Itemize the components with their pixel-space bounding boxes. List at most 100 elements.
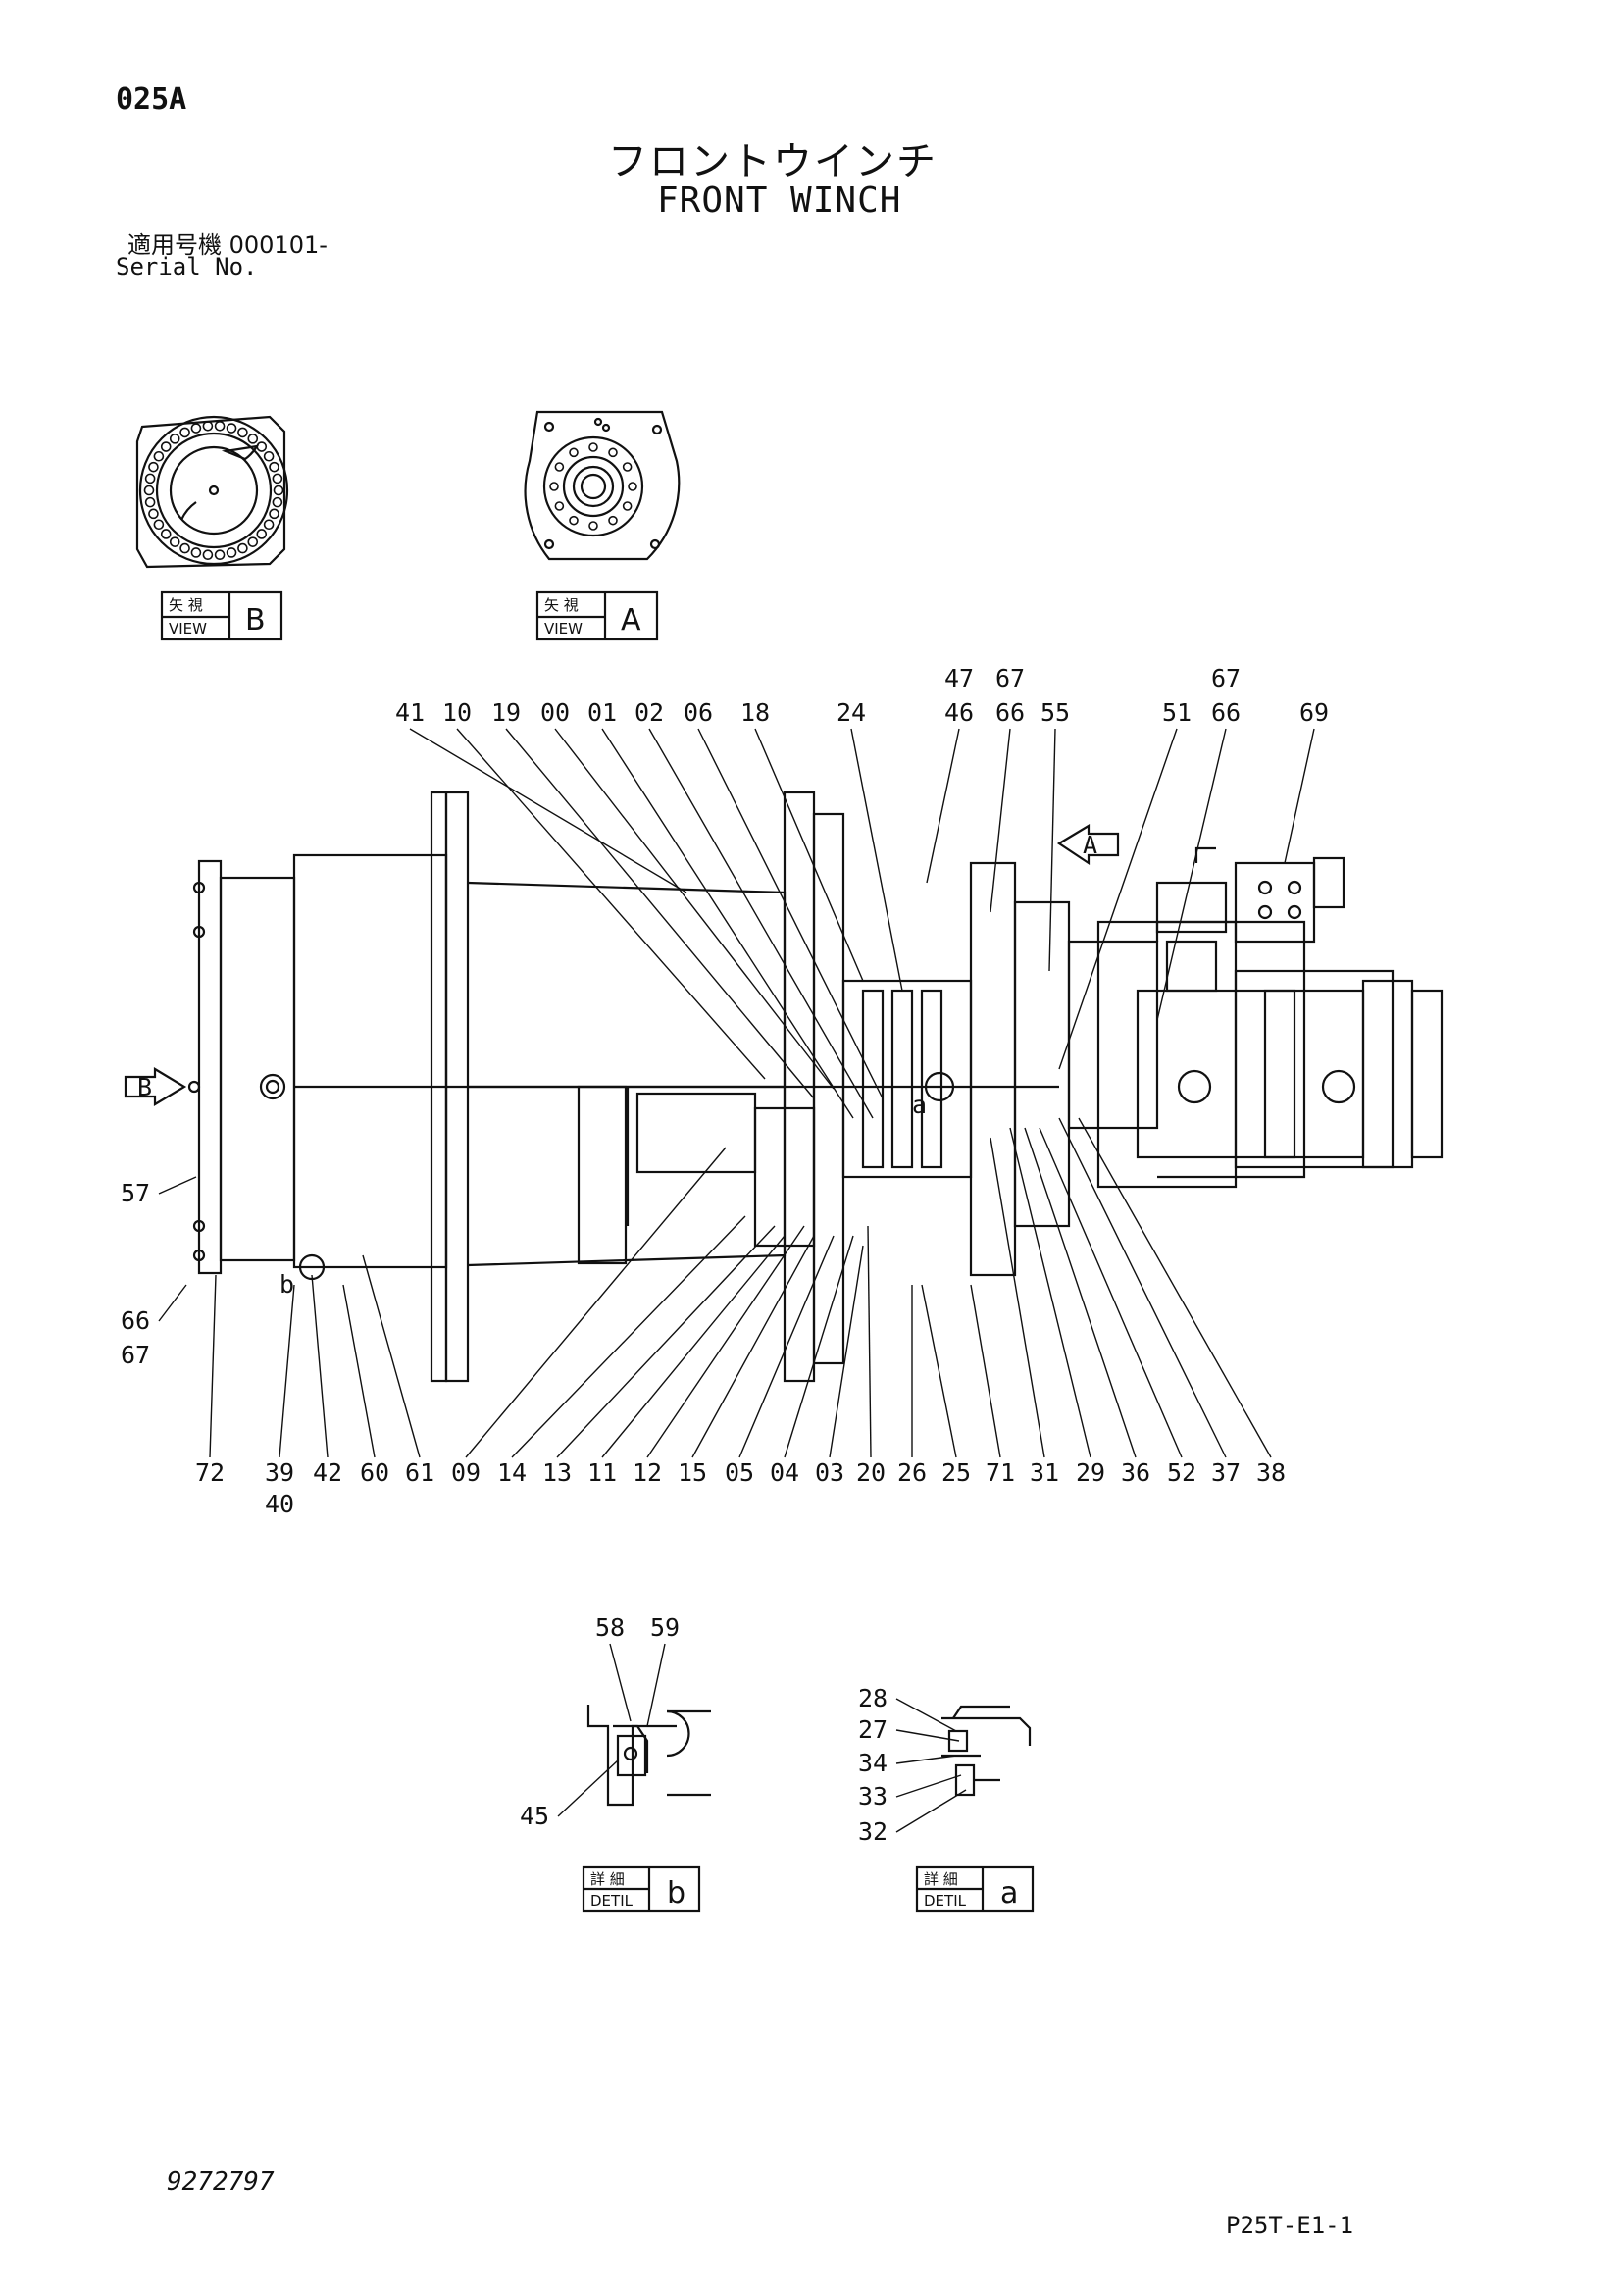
leader-line: [697, 728, 884, 1099]
callout-top-06: 06: [684, 698, 713, 727]
callout-bottom-72: 72: [195, 1458, 225, 1487]
bolt-hole: [169, 536, 180, 547]
bolt-hole: [256, 529, 268, 539]
callout-top-10: 10: [442, 698, 472, 727]
callout-bottom-11: 11: [587, 1458, 617, 1487]
callout-top-55: 55: [1040, 698, 1070, 727]
leader-line: [279, 1284, 295, 1458]
callout-top-67: 67: [995, 664, 1025, 692]
bolt-hole: [169, 434, 180, 444]
callout-top-69: 69: [1299, 698, 1329, 727]
leader-line: [895, 1729, 960, 1742]
callout-bottom-03: 03: [815, 1458, 844, 1487]
detail-a-drawing: [941, 1705, 1032, 1797]
leader-line: [895, 1698, 957, 1732]
bolt-hole: [214, 549, 226, 561]
callout-detail_a-28: 28: [858, 1684, 888, 1712]
view-b-label-jp: 矢 視: [169, 596, 203, 614]
bolt-hole: [554, 501, 565, 511]
callout-detail_b-45: 45: [520, 1802, 549, 1830]
leader-line: [158, 1284, 187, 1322]
callout-bottom-71: 71: [986, 1458, 1015, 1487]
leader-line: [829, 1245, 864, 1458]
bolt-hole: [569, 447, 579, 458]
callout-detail_a-32: 32: [858, 1817, 888, 1846]
view-a-label-jp: 矢 視: [544, 596, 579, 614]
leader-line: [342, 1284, 376, 1458]
callout-bottom-12: 12: [633, 1458, 662, 1487]
bolt-hole: [263, 450, 275, 462]
bolt-hole: [226, 423, 237, 434]
detail-b-letter: b: [667, 1876, 685, 1911]
callout-bottom-05: 05: [725, 1458, 754, 1487]
leader-line: [209, 1274, 217, 1458]
callout-bottom-29: 29: [1076, 1458, 1105, 1487]
callout-bottom-14: 14: [497, 1458, 527, 1487]
view-a-thumbnail: [524, 410, 681, 561]
view-a-label-en: VIEW: [544, 620, 583, 638]
leader-line: [867, 1225, 872, 1458]
leader-line: [784, 1235, 854, 1458]
drawing-number: 9272797: [167, 2168, 275, 2197]
callout-bottom-25: 25: [941, 1458, 971, 1487]
leader-line: [646, 1643, 666, 1727]
leader-line: [609, 1643, 632, 1722]
bolt-hole: [148, 508, 159, 520]
detail-b-label-en: DETIL: [590, 1892, 634, 1910]
callout-bottom-60: 60: [360, 1458, 389, 1487]
bolt-hole: [237, 542, 248, 554]
leader-line: [754, 728, 864, 982]
serial-label-japanese: 適用号機 000101-: [127, 231, 328, 259]
bolt-hole: [554, 462, 565, 472]
leader-line: [850, 728, 903, 992]
winch-assembly: [124, 791, 1444, 1383]
bolt-hole: [549, 482, 559, 491]
bolt-hole: [160, 441, 172, 452]
bolt-hole: [628, 482, 637, 491]
callout-left-66: 66: [121, 1306, 150, 1335]
arrow-a-letter: A: [1083, 831, 1097, 859]
bolt-hole: [256, 441, 268, 452]
bolt-hole: [190, 547, 202, 558]
bolt-hole: [144, 473, 156, 485]
leader-line: [1156, 728, 1227, 1021]
detail-a-mark: a: [912, 1091, 927, 1119]
view-b-letter: B: [245, 603, 266, 638]
leader-line: [557, 1760, 619, 1817]
detail-b-drawing: [586, 1705, 711, 1807]
leader-line: [895, 1755, 957, 1764]
leader-line: [456, 728, 766, 1080]
bolt-hole: [143, 485, 155, 496]
callout-detail_a-34: 34: [858, 1749, 888, 1777]
leader-line: [1009, 1127, 1091, 1458]
leader-line: [465, 1147, 727, 1458]
title-japanese: フロントウインチ: [608, 139, 938, 184]
bolt-hole: [153, 519, 165, 531]
leader-line: [895, 1789, 967, 1833]
bolt-hole: [272, 496, 283, 508]
leader-line: [895, 1774, 962, 1798]
callout-detail_a-27: 27: [858, 1715, 888, 1744]
bolt-hole: [144, 496, 156, 508]
callout-bottom-04: 04: [770, 1458, 799, 1487]
bolt-hole: [569, 515, 579, 526]
bolt-hole: [263, 519, 275, 531]
callout-bottom-36: 36: [1121, 1458, 1150, 1487]
callout-left-67: 67: [121, 1341, 150, 1369]
leader-line: [646, 1225, 805, 1458]
callout-left-57: 57: [121, 1179, 150, 1207]
callout-top-66: 66: [1211, 698, 1241, 727]
bolt-hole: [608, 515, 618, 526]
callout-bottom-52: 52: [1167, 1458, 1196, 1487]
callout-top-00: 00: [540, 698, 570, 727]
bolt-hole: [202, 420, 214, 432]
leader-line: [556, 1225, 776, 1458]
callout-bottom-61: 61: [405, 1458, 434, 1487]
leader-line: [738, 1235, 835, 1458]
callout-bottom-38: 38: [1256, 1458, 1286, 1487]
leader-line: [409, 728, 687, 893]
view-b-bolt-ring: [143, 420, 284, 561]
bolt-hole: [179, 542, 190, 554]
